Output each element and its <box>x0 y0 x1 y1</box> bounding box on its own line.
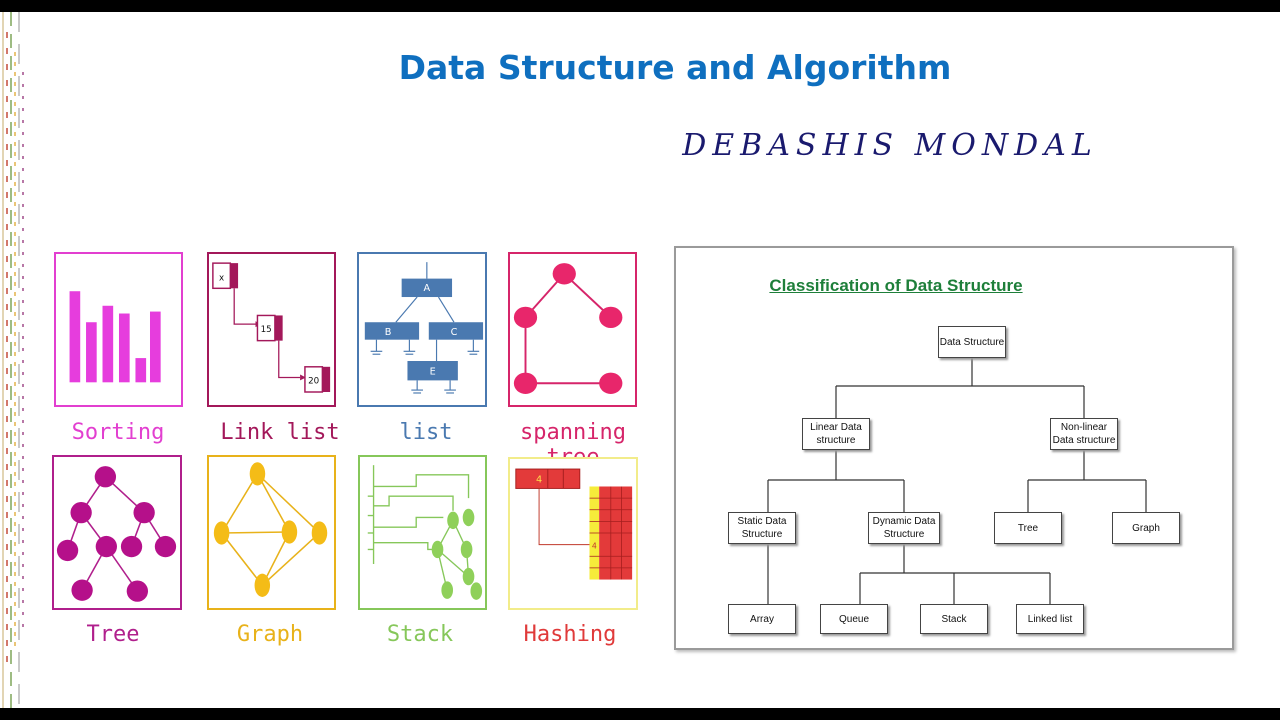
graph-tile <box>207 455 336 610</box>
hashing-slot-value: 4 <box>592 542 597 551</box>
spanning-tree-tile <box>508 252 637 407</box>
link-list-node-15: 15 <box>261 325 272 335</box>
classification-panel: Classification of Data Structure Data St… <box>674 246 1234 650</box>
spanning-tree-icon <box>513 263 623 394</box>
link-list-node-20: 20 <box>308 376 319 386</box>
hashing-label: Hashing <box>523 622 617 647</box>
list-tile: A B C E <box>357 252 487 407</box>
hashing-key: 4 <box>536 475 542 486</box>
hashing-tile: 4 4 <box>508 457 638 610</box>
left-decorative-stripes <box>2 12 24 708</box>
link-list-label: Link list <box>220 420 340 445</box>
list-tree-icon: A B C E <box>364 262 484 394</box>
list-node-b: B <box>385 327 392 338</box>
node-non-linear: Non-linear Data structure <box>1050 418 1118 450</box>
top-letterbox <box>0 0 1280 12</box>
hashing-icon: 4 4 <box>515 468 633 580</box>
list-node-e: E <box>430 367 436 378</box>
node-graph: Graph <box>1112 512 1180 544</box>
list-node-a: A <box>424 283 431 294</box>
sorting-tile <box>54 252 183 407</box>
tree-label: Tree <box>86 622 140 647</box>
node-static: Static Data Structure <box>728 512 796 544</box>
sorting-bars-icon <box>69 291 161 383</box>
list-node-c: C <box>451 327 458 338</box>
stack-tile <box>358 455 487 610</box>
node-dynamic: Dynamic Data Structure <box>868 512 940 544</box>
linked-list-icon: x 15 20 <box>212 262 331 393</box>
stack-icon <box>367 465 483 600</box>
list-label: list <box>399 420 453 445</box>
classification-connectors <box>767 358 1147 604</box>
node-tree: Tree <box>994 512 1062 544</box>
graph-label: Graph <box>236 622 304 647</box>
node-linked-list: Linked list <box>1016 604 1084 634</box>
stack-label: Stack <box>386 622 454 647</box>
node-stack: Stack <box>920 604 988 634</box>
sorting-label: Sorting <box>71 420 165 445</box>
bottom-letterbox <box>0 708 1280 720</box>
link-list-tile: x 15 20 <box>207 252 336 407</box>
graph-icon <box>213 462 328 597</box>
node-linear: Linear Data structure <box>802 418 870 450</box>
tree-icon <box>56 466 177 602</box>
page-title: Data Structure and Algorithm <box>398 48 952 87</box>
node-data-structure: Data Structure <box>938 326 1006 358</box>
node-array: Array <box>728 604 796 634</box>
tree-tile <box>52 455 182 610</box>
link-list-node-x: x <box>219 274 224 284</box>
classification-title: Classification of Data Structure <box>769 276 1023 295</box>
author-name: DEBASHIS MONDAL <box>682 128 1098 163</box>
node-queue: Queue <box>820 604 888 634</box>
